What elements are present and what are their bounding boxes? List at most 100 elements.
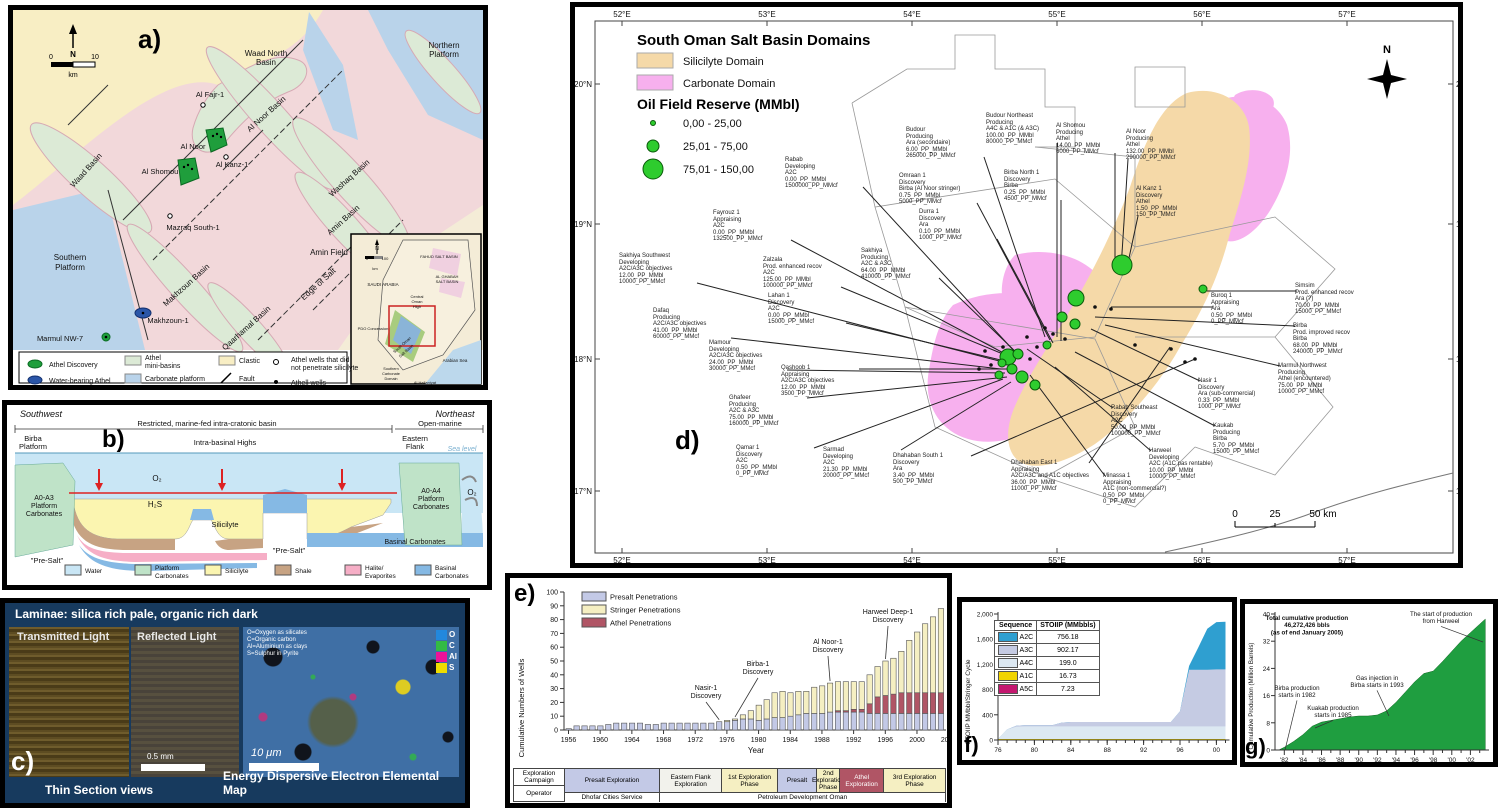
stoiip-sequence: A2C [1018,633,1034,641]
section-legend-label: Carbonates [435,573,469,580]
chart-annotation: Discovery [691,693,722,700]
y-tick-label: 800 [982,687,993,694]
legend-label: Athel [145,355,161,362]
eds-legend-al: Al=Aluminium as clays [247,644,308,650]
well-reservoir: A2C/A3C objectives [781,378,835,385]
section-label: Silicilyte [211,520,238,529]
annotation-line [1440,626,1484,643]
bar-segment [636,722,643,731]
bar-segment [771,692,778,718]
y-tick-label: 1,600 [977,637,994,644]
bar-segment [850,709,857,713]
well-oil-reserve: 41.00_PP_MMbl [653,327,698,334]
well-name: Kaukab [1213,423,1234,429]
production-annotation: Birba production [1274,685,1320,692]
salt-basin-map-svg: 52°E52°E53°E53°E54°E54°E55°E55°E56°E56°E… [575,10,1458,563]
compass-n: N [1383,44,1391,56]
well-status: Prod. improved recov [1293,329,1351,336]
well-reservoir: A2C [823,460,835,467]
well-name: Dafaq [653,308,670,314]
y-tick-label: 20 [550,700,558,707]
well-reservoir: A4C & A1C (& A3C) [986,126,1040,133]
well-oil-reserve: 132.00_PP_MMbl [1126,148,1174,155]
section-legend-swatch [204,564,222,576]
well-leader-line [806,376,1008,399]
table-row-header: Operator [526,790,552,797]
x-tick-label: 1996 [878,737,894,744]
well-name: Omraan 1 [899,173,926,179]
bar-segment [811,713,818,731]
bar-segment [882,660,889,696]
stoiip-header: Sequence [993,620,1038,631]
bar-segment [890,713,897,731]
bar-segment [819,713,826,731]
well-gas-reserve: 20000_PP_MMcf [823,473,870,480]
bar-segment [779,691,786,718]
map-title: South Oman Salt Basin Domains [637,32,870,49]
well-dot [1109,307,1113,311]
well-dot [1169,347,1173,351]
x-tick-label: 1968 [656,737,672,744]
well-name: Lahan 1 [768,293,790,299]
section-legend-swatch [414,564,432,576]
eds-swatch-row: S [436,662,457,673]
well-name: Al Shomou [1056,123,1086,129]
bar-segment [842,711,849,731]
field-blobs [101,102,229,342]
eds-legend-s: S=Sulphur in Pyrite [247,651,299,657]
x-tick-label: 1984 [782,737,798,744]
lon-label-bottom: 54°E [903,556,920,563]
well-status: Developing [823,453,854,460]
bar-segment [922,623,929,694]
well-oil-reserve: 6.00_PP_MMbl [906,146,948,153]
well-leader-line [845,322,1010,363]
bar-segment [930,692,937,714]
y-tick-label: 0 [1266,748,1270,755]
stoiip-seq-cell: A2C [993,630,1038,644]
chart-annotation: Discovery [873,617,904,624]
oil-field-circle [1067,289,1085,307]
well-gas-reserve: 0_PP_MMcf [1211,319,1244,326]
bar-segment [724,721,731,731]
well-reservoir: Ara [893,466,903,473]
well-name: Al Noor [1126,129,1147,135]
well-name: Dhahaban South 1 [893,453,944,459]
y-tick-label: 24 [1263,666,1271,673]
section-legend-swatch [64,564,82,576]
bar-segment [700,722,707,731]
well-name: Budour Northeast [986,113,1034,119]
y-axis-title: Cumulative Numbers of Wells [517,658,526,757]
legend-label: Water-bearing Athel [49,378,111,385]
compass-rose: N [1367,44,1407,99]
well-reservoir: Birba (Al Noor stringer) [899,186,961,193]
panel-c-microscopy: Laminae: silica rich pale, organic rich … [0,598,470,808]
well-dot [1025,335,1029,339]
well-reservoir: A2C & A3C [861,261,892,268]
inset-label: 0 [366,256,369,261]
lat-label-left: 19°N [575,220,592,229]
stoiip-area-A4C [998,726,1226,740]
bar-segment [787,715,794,731]
bar-segment [930,616,937,694]
lat-label-left: 17°N [575,487,592,496]
eds-swatch-row: Al [436,651,457,662]
lon-label-top: 53°E [758,10,775,19]
production-area [1278,618,1486,751]
eds-swatch-row: O [436,629,457,640]
well-reservoir: Ara (sub-commercial) [1198,391,1256,398]
bar-segment [724,720,731,723]
geologic-map-svg: Waad NorthBasinNorthernPlatformSouthernP… [13,10,483,387]
section-label: Sea level [448,446,477,453]
well-leader-line [1090,328,1201,382]
eds-swatch-row: C [436,640,457,651]
well-dot [1035,345,1039,349]
